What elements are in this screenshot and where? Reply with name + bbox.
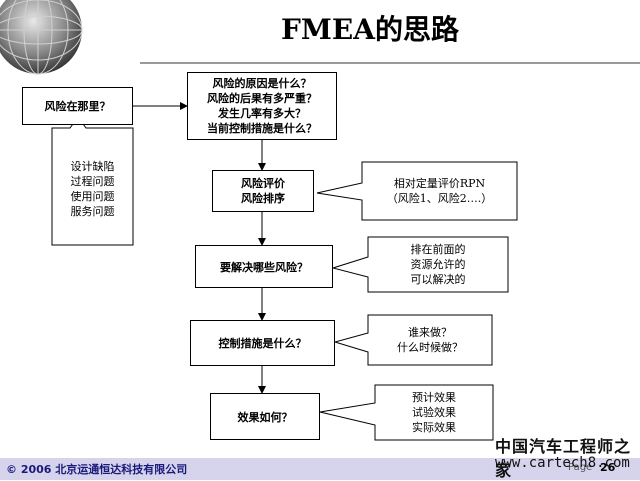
callout-control-note bbox=[333, 314, 493, 366]
node-questions-line: 风险的原因是什么？ bbox=[212, 77, 312, 90]
copyright-text: © 2006 北京运通恒达科技有限公司 bbox=[6, 463, 188, 476]
note-where: 设计缺陷 过程问题 使用问题 服务问题 bbox=[52, 132, 133, 245]
callout-effect-note bbox=[319, 384, 494, 441]
node-effect-label: 效果如何？ bbox=[237, 410, 293, 424]
note-which-line: 可以解决的 bbox=[410, 273, 466, 286]
node-control-label: 控制措施是什么？ bbox=[218, 337, 307, 350]
note-effect-line: 预计效果 bbox=[412, 391, 456, 404]
watermark-url: www.cartech8.com bbox=[495, 455, 630, 471]
node-questions-line: 风险的后果有多严重？ bbox=[207, 92, 317, 105]
note-which-line: 资源允许的 bbox=[410, 258, 466, 271]
page-title: FMEA的思路 bbox=[281, 13, 459, 46]
globe-logo-icon bbox=[0, 0, 83, 75]
note-which-line: 排在前面的 bbox=[410, 243, 466, 256]
note-which: 排在前面的 资源允许的 可以解决的 bbox=[368, 237, 508, 292]
node-evaluate: 风险评价 风险排序 bbox=[212, 170, 314, 212]
callout-evaluate-note bbox=[316, 161, 518, 221]
node-which: 要解决哪些风险？ bbox=[195, 245, 333, 288]
node-effect: 效果如何？ bbox=[210, 393, 320, 440]
note-effect-line: 实际效果 bbox=[412, 421, 456, 434]
note-effect: 预计效果 试验效果 实际效果 bbox=[375, 385, 493, 440]
node-questions-line: 发生几率有多大？ bbox=[218, 107, 306, 120]
callout-which-note bbox=[331, 236, 509, 293]
note-where-line: 过程问题 bbox=[70, 174, 115, 188]
footer-bar bbox=[0, 458, 640, 480]
page-number: 26 bbox=[600, 461, 616, 474]
note-where-line: 使用问题 bbox=[70, 189, 115, 203]
node-which-label: 要解决哪些风险？ bbox=[220, 260, 308, 274]
callout-where-note bbox=[51, 116, 134, 246]
node-where: 风险在那里？ bbox=[22, 87, 133, 125]
note-control-line: 什么时候做？ bbox=[397, 341, 463, 354]
note-evaluate-line: 相对定量评价RPN bbox=[393, 177, 486, 190]
page-label: Page bbox=[568, 462, 593, 473]
note-where-line: 服务问题 bbox=[70, 204, 115, 218]
note-evaluate: 相对定量评价RPN （风险1、风险2….） bbox=[362, 162, 517, 220]
note-where-line: 设计缺陷 bbox=[70, 159, 115, 173]
node-where-label: 风险在那里？ bbox=[44, 100, 111, 113]
note-control: 谁来做？ 什么时候做？ bbox=[368, 315, 492, 365]
title-divider bbox=[140, 62, 640, 64]
node-control: 控制措施是什么？ bbox=[190, 320, 335, 366]
node-questions-line: 当前控制措施是什么？ bbox=[207, 122, 317, 135]
note-effect-line: 试验效果 bbox=[412, 406, 456, 419]
node-questions: 风险的原因是什么？ 风险的后果有多严重？ 发生几率有多大？ 当前控制措施是什么？ bbox=[187, 72, 337, 140]
note-evaluate-line: （风险1、风险2….） bbox=[386, 192, 493, 205]
watermark-name: 中国汽车工程师之家 bbox=[495, 437, 632, 480]
note-control-line: 谁来做？ bbox=[408, 326, 452, 339]
node-evaluate-line: 风险评价 bbox=[241, 177, 285, 190]
node-evaluate-line: 风险排序 bbox=[241, 192, 285, 205]
